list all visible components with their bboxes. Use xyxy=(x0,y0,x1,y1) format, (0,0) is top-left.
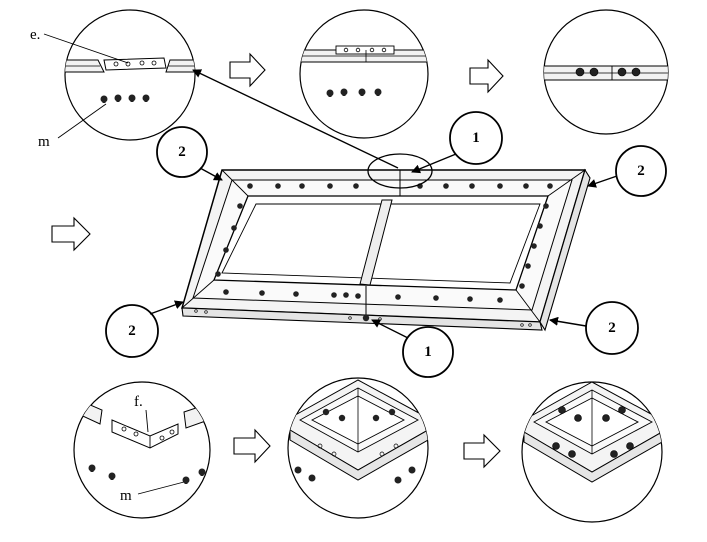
joint-highlight-ellipse xyxy=(367,153,433,189)
detail-circle-bottom-3 xyxy=(521,381,663,523)
callout-1-bottom: 1 xyxy=(371,319,454,378)
detail-circle-top-2 xyxy=(299,9,429,139)
step-arrow-left xyxy=(51,216,91,252)
step-arrow-bottom-1 xyxy=(233,428,271,464)
label-part-m-bottom: m xyxy=(120,488,132,504)
label-part-e: e. xyxy=(30,27,40,43)
svg-text:1: 1 xyxy=(472,130,480,146)
connector-plate-e xyxy=(103,57,167,71)
screws-m-bottom xyxy=(88,464,206,484)
detail-circle-top-1 xyxy=(64,9,196,141)
corner-bracket-f xyxy=(111,419,179,449)
callout-1-top: 1 xyxy=(411,111,503,174)
window-frame xyxy=(181,168,591,332)
svg-text:2: 2 xyxy=(178,144,186,160)
callout-2-lower-right: 2 xyxy=(549,301,639,355)
callout-2-lower-left: 2 xyxy=(105,300,184,358)
label-part-f: f. xyxy=(134,394,143,410)
detail-circle-bottom-1 xyxy=(73,381,211,519)
svg-text:2: 2 xyxy=(637,163,645,179)
step-arrow-top-2 xyxy=(469,58,504,94)
detail-circle-bottom-2 xyxy=(287,377,429,519)
screws-m-top xyxy=(100,94,150,103)
callout-2-upper-left: 2 xyxy=(156,126,223,181)
label-part-m-top: m xyxy=(38,134,50,150)
step-arrow-top-1 xyxy=(229,52,266,88)
frame-screws xyxy=(215,183,553,322)
callout-2-upper-right: 2 xyxy=(587,145,667,197)
detail-circle-top-3 xyxy=(543,9,669,135)
svg-text:2: 2 xyxy=(608,320,616,336)
svg-text:1: 1 xyxy=(424,344,432,360)
svg-text:2: 2 xyxy=(128,323,136,339)
step-arrow-bottom-2 xyxy=(463,433,501,469)
